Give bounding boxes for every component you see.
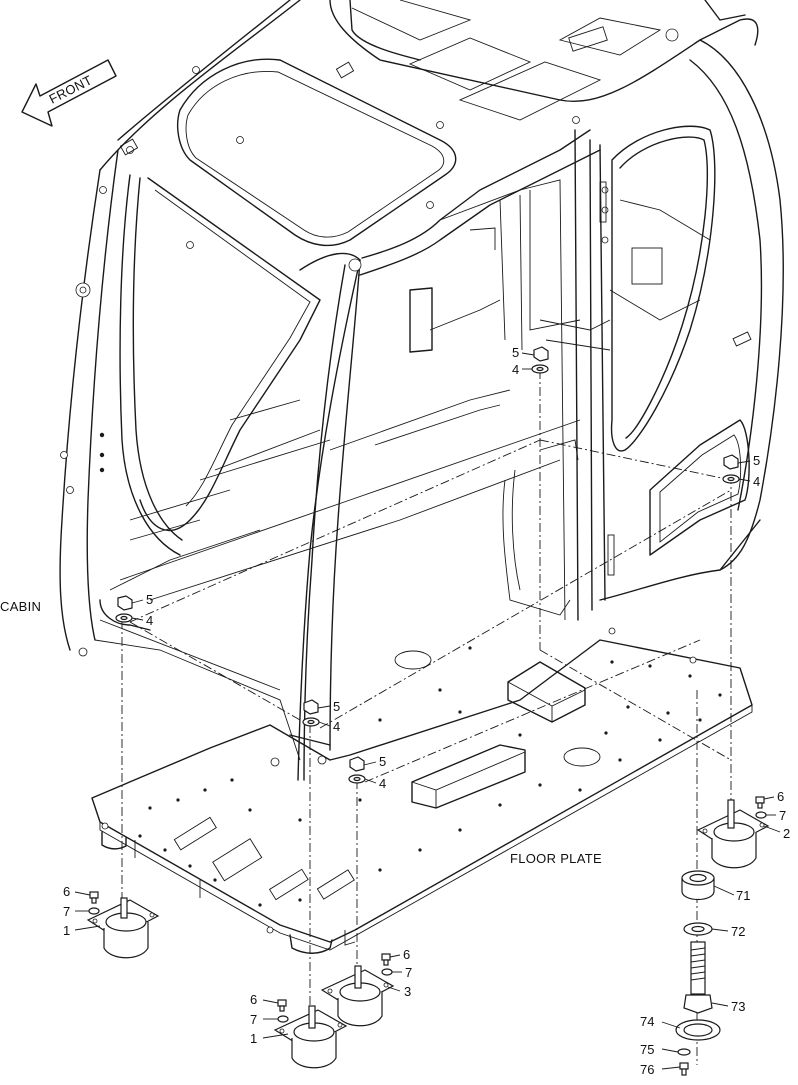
part-number-4: 4 — [146, 613, 153, 628]
cabin-label: CABIN — [0, 599, 41, 614]
cabin-mount-front — [273, 1005, 348, 1069]
cabin-mount-left — [86, 897, 160, 959]
cabin-frame — [59, 0, 784, 781]
part-number-76: 76 — [640, 1062, 654, 1077]
part-number-7: 7 — [63, 904, 70, 919]
part-number-7: 7 — [779, 808, 786, 823]
part-number-72: 72 — [731, 924, 745, 939]
floor-plate-label: FLOOR PLATE — [510, 851, 602, 866]
part-number-5: 5 — [333, 699, 340, 714]
part-number-4: 4 — [333, 719, 340, 734]
part-number-7: 7 — [405, 965, 412, 980]
bolt-washer-set — [88, 796, 767, 1023]
nut-washer-set — [115, 346, 740, 784]
part-number-71: 71 — [736, 888, 750, 903]
front-arrow-icon — [21, 59, 117, 127]
cabin-hardware — [60, 28, 752, 767]
part-number-6: 6 — [63, 884, 70, 899]
part-number-4: 4 — [379, 776, 386, 791]
part-number-6: 6 — [403, 947, 410, 962]
part-number-3: 3 — [404, 984, 411, 999]
part-number-7: 7 — [250, 1012, 257, 1027]
part-number-73: 73 — [731, 999, 745, 1014]
part-number-1: 1 — [63, 923, 70, 938]
front-label: FRONT — [47, 72, 95, 106]
part-number-74: 74 — [640, 1014, 654, 1029]
part-number-75: 75 — [640, 1042, 654, 1057]
part-number-4: 4 — [512, 362, 519, 377]
part-number-6: 6 — [777, 789, 784, 804]
part-number-5: 5 — [379, 754, 386, 769]
part-number-4: 4 — [753, 474, 760, 489]
part-number-5: 5 — [512, 345, 519, 360]
part-number-2: 2 — [783, 826, 790, 841]
mount-hardware-stack — [675, 870, 721, 1076]
cabin-mount-rear — [696, 799, 770, 869]
leader-lines — [74, 352, 781, 1070]
floor-plate — [91, 627, 753, 954]
part-number-1: 1 — [250, 1031, 257, 1046]
alignment-lines — [121, 370, 732, 1065]
part-number-6: 6 — [250, 992, 257, 1007]
plate-holes — [101, 627, 722, 934]
part-number-5: 5 — [146, 592, 153, 607]
cabin-mount-center — [320, 965, 395, 1027]
part-number-5: 5 — [753, 453, 760, 468]
